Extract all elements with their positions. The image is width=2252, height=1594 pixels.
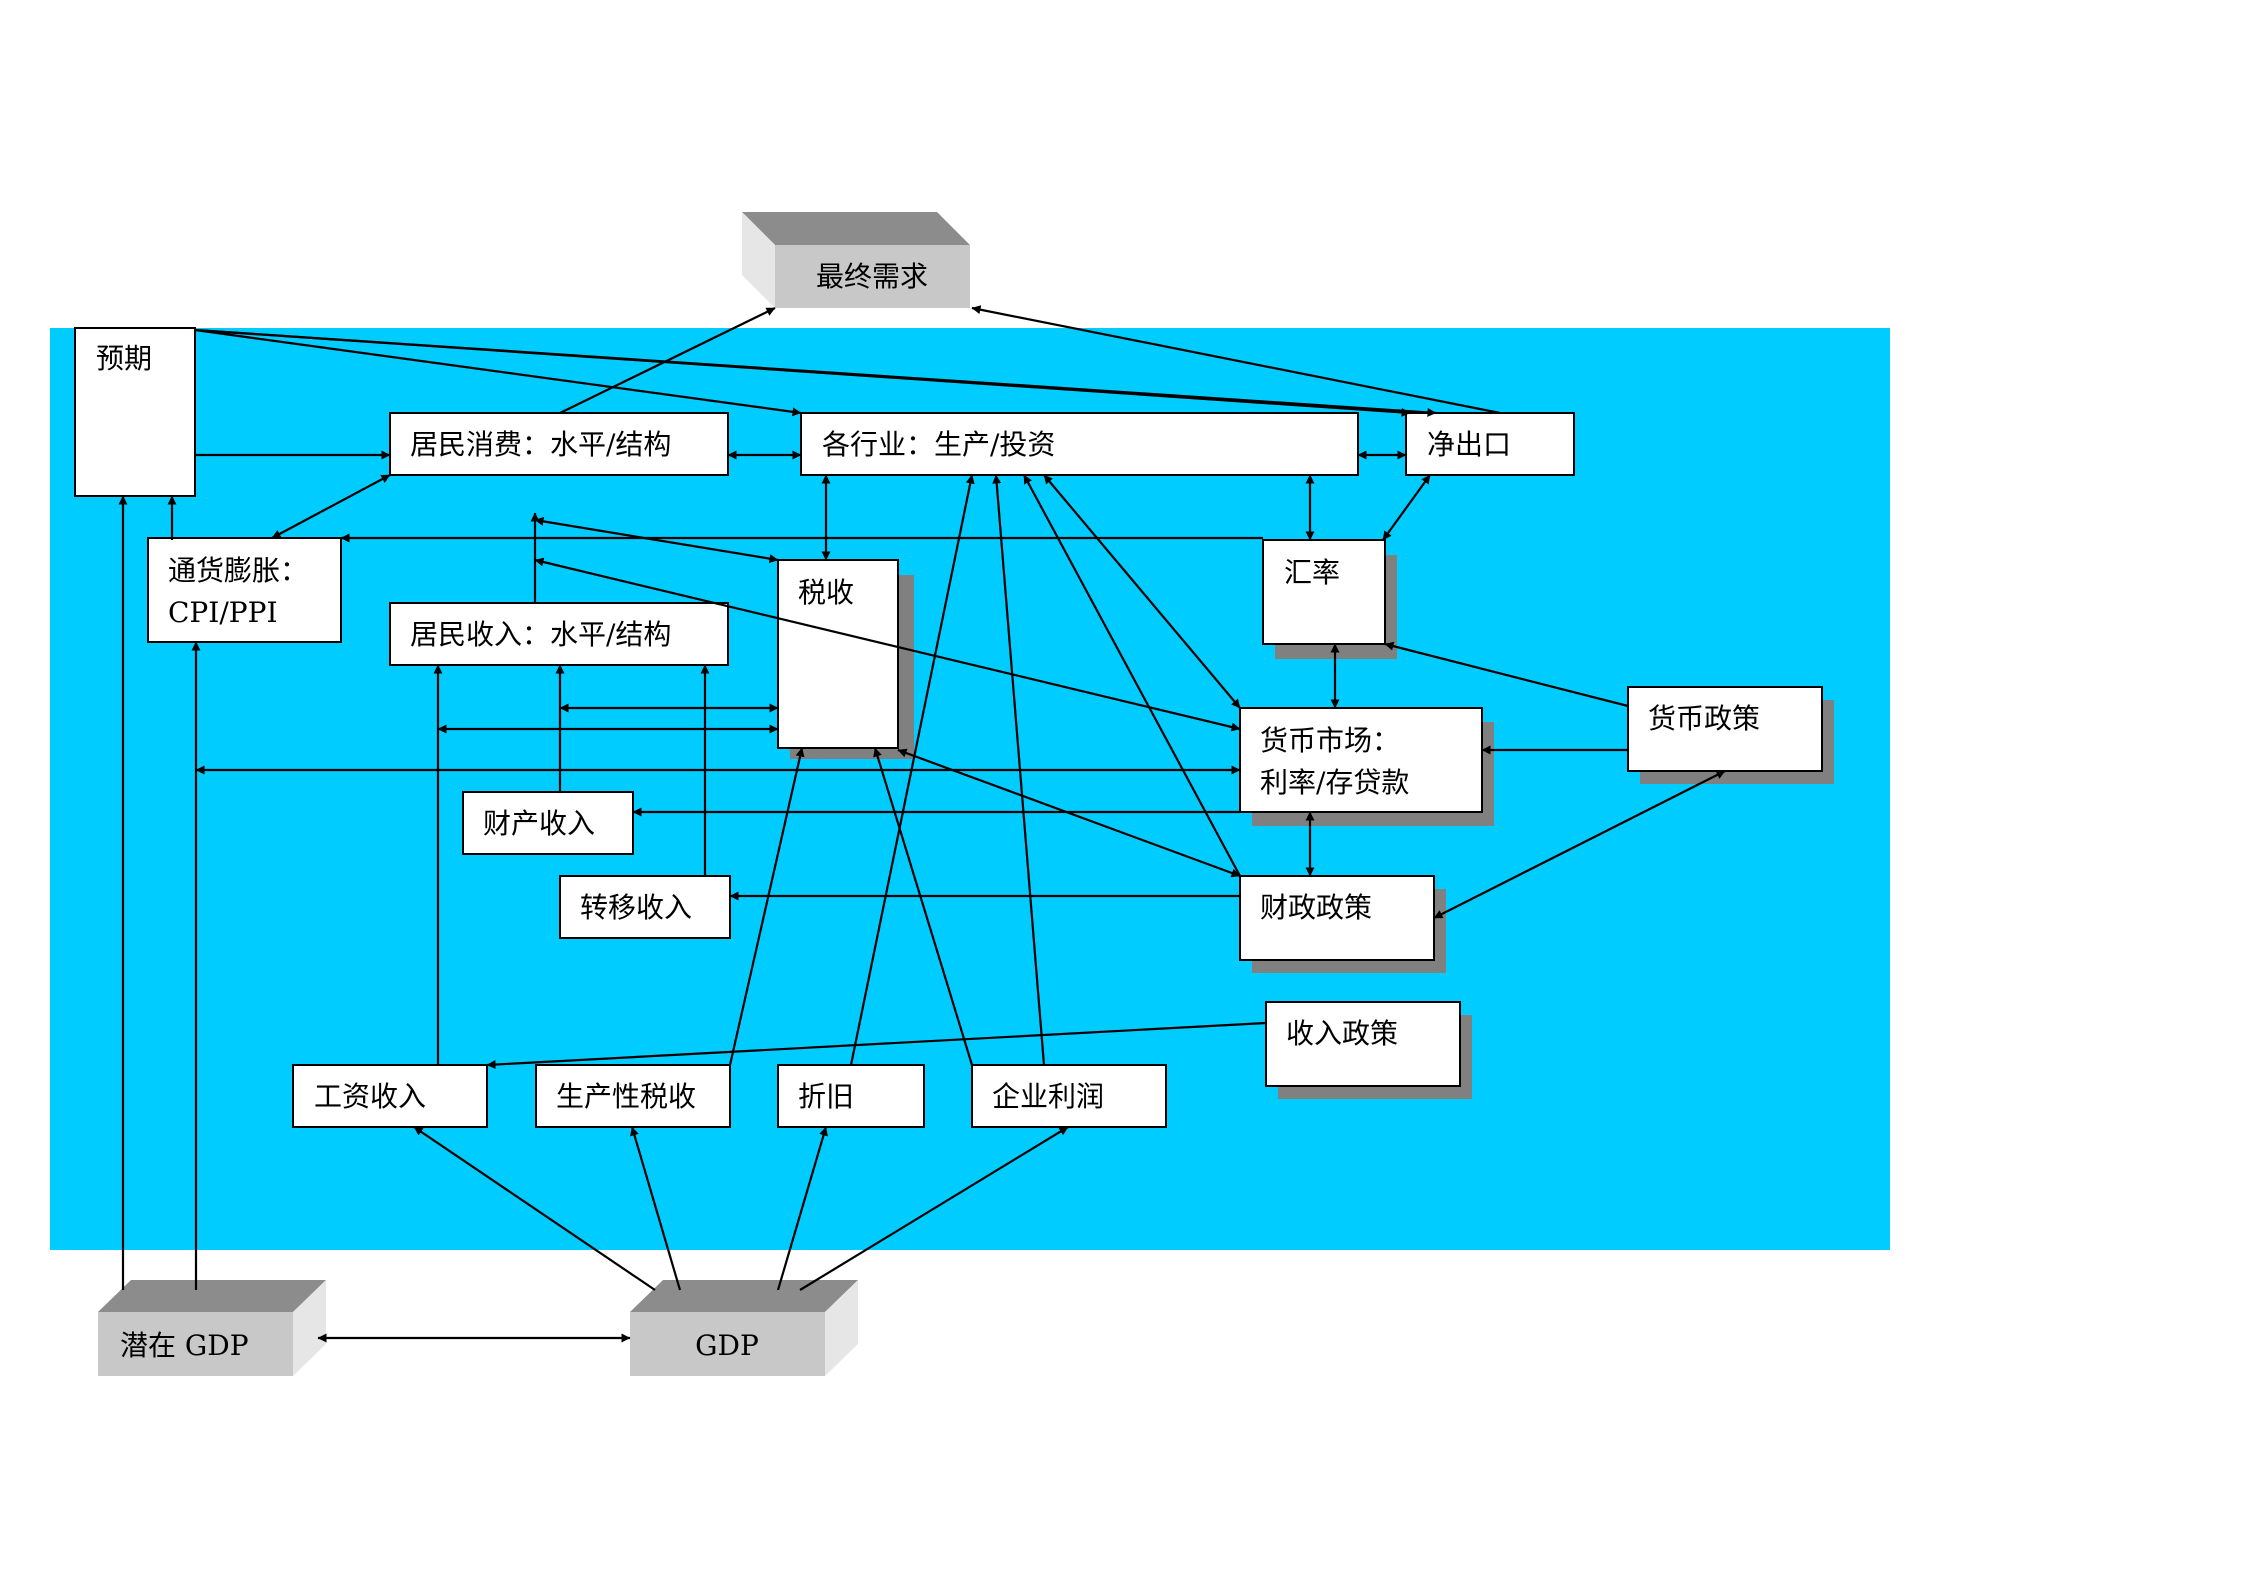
- exchange-rate-label: 汇率: [1284, 556, 1340, 589]
- potential-gdp-box: 潜在 GDP: [98, 1280, 326, 1376]
- potential-gdp-label: 潜在 GDP: [120, 1329, 249, 1362]
- household-consumption-label: 居民消费：水平/结构: [410, 428, 671, 461]
- edge-consumption-tax: [534, 516, 779, 564]
- transfer-income-label: 转移收入: [580, 891, 692, 924]
- inflation-label-line1: 通货膨胀：: [168, 554, 308, 587]
- net-exports-label: 净出口: [1427, 428, 1511, 461]
- edge-gdp-profit: [799, 1126, 1069, 1291]
- connectors: [118, 305, 1726, 1343]
- edge-inflation-consumption: [271, 474, 391, 539]
- income-policy-label: 收入政策: [1286, 1017, 1398, 1050]
- edge-net-exports-final-demand: [971, 305, 1501, 415]
- corporate-profit-box: 企业利润: [971, 1064, 1167, 1128]
- household-income-label: 居民收入：水平/结构: [410, 618, 671, 651]
- wage-income-box: 工资收入: [292, 1064, 488, 1128]
- industries-label: 各行业：生产/投资: [822, 428, 1055, 461]
- exchange-rate-box: 汇率: [1262, 539, 1386, 645]
- expectations-label: 预期: [96, 342, 152, 375]
- edge-profit-tax: [873, 747, 974, 1066]
- money-market-label-line1: 货币市场：: [1260, 724, 1400, 757]
- inflation-box: 通货膨胀： CPI/PPI: [147, 537, 342, 643]
- edge-depreciation-industries: [849, 474, 975, 1066]
- inflation-label-line2: CPI/PPI: [168, 596, 278, 629]
- edge-gdp-depreciation: [776, 1126, 828, 1291]
- money-market-label-line2: 利率/存贷款: [1260, 766, 1409, 799]
- monetary-policy-box: 货币政策: [1627, 686, 1823, 772]
- edge-expectations-net-exports-b: [194, 328, 1411, 417]
- income-policy-box: 收入政策: [1265, 1001, 1461, 1087]
- depreciation-label: 折旧: [798, 1080, 854, 1113]
- edge-tax-fiscal: [897, 748, 1241, 878]
- final-demand-label: 最终需求: [816, 260, 928, 293]
- gdp-box: GDP: [630, 1280, 858, 1376]
- edge-monetary-fiscal: [1433, 770, 1726, 919]
- household-income-box: 居民收入：水平/结构: [389, 602, 729, 666]
- fiscal-policy-label: 财政政策: [1260, 891, 1372, 924]
- edge-expectations-industries: [194, 328, 802, 417]
- edge-gdp-production-tax: [630, 1126, 682, 1291]
- property-income-label: 财产收入: [483, 807, 595, 840]
- gdp-label: GDP: [695, 1329, 759, 1362]
- production-tax-box: 生产性税收: [535, 1064, 731, 1128]
- tax-box: 税收: [777, 559, 899, 749]
- depreciation-box: 折旧: [777, 1064, 925, 1128]
- edge-production-tax-tax: [728, 747, 805, 1066]
- edge-fiscal-industries: [1023, 474, 1241, 877]
- final-demand-box: 最终需求: [742, 212, 970, 308]
- property-income-box: 财产收入: [462, 791, 634, 855]
- edge-gdp-wage: [413, 1126, 656, 1291]
- household-consumption-box: 居民消费：水平/结构: [389, 412, 729, 476]
- money-market-box: 货币市场： 利率/存贷款: [1239, 707, 1483, 813]
- transfer-income-box: 转移收入: [559, 875, 731, 939]
- net-exports-box: 净出口: [1405, 412, 1575, 476]
- industries-box: 各行业：生产/投资: [800, 412, 1359, 476]
- corporate-profit-label: 企业利润: [992, 1080, 1104, 1113]
- edge-profit-industries: [992, 474, 1046, 1066]
- edge-income-policy-wage: [486, 1021, 1267, 1070]
- wage-income-label: 工资收入: [314, 1080, 426, 1113]
- edge-income-money-market: [534, 557, 1241, 732]
- expectations-box: 预期: [74, 327, 196, 497]
- fiscal-policy-box: 财政政策: [1239, 875, 1435, 961]
- monetary-policy-label: 货币政策: [1648, 702, 1760, 735]
- production-tax-label: 生产性税收: [556, 1080, 696, 1113]
- edge-monetary-exchange: [1384, 641, 1629, 708]
- edge-netexports-exchange: [1382, 474, 1431, 541]
- tax-label: 税收: [798, 576, 854, 609]
